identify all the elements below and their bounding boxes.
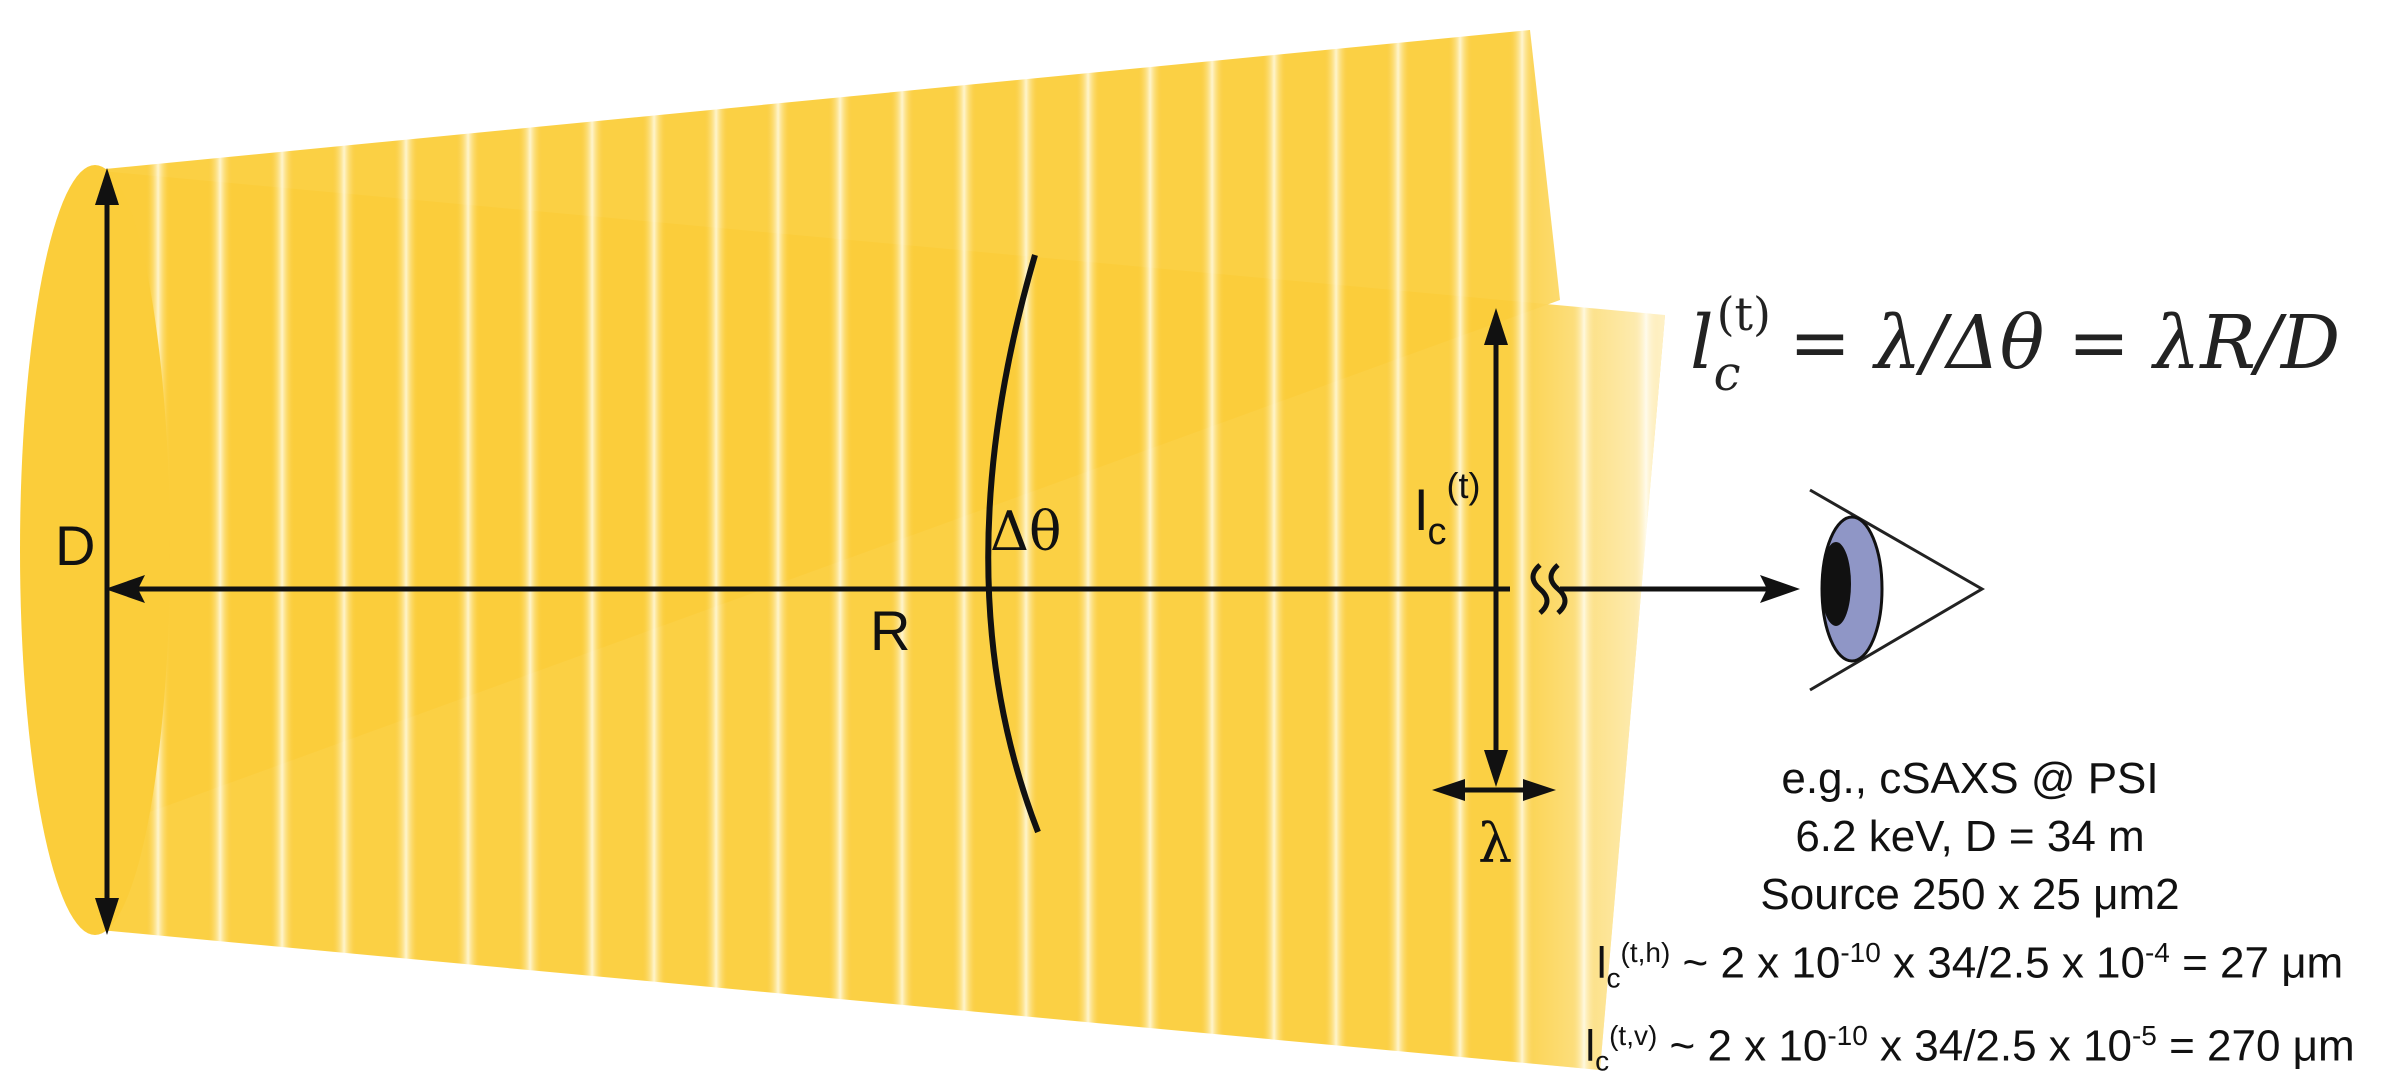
wavelength-label: λ <box>1478 812 1512 875</box>
example-parameters: e.g., cSAXS @ PSI 6.2 keV, D = 34 m Sour… <box>1560 750 2380 1091</box>
example-vertical-coherence: lc(t,v) ~ 2 x 10-10 x 34/2.5 x 10-5 = 27… <box>1560 1007 2380 1090</box>
coherence-length-arrowhead-bottom <box>1484 750 1508 787</box>
hcoh-part2: x 34/2.5 x 10 <box>1880 938 2145 988</box>
formula-lhs-sup: (t) <box>1717 287 1771 341</box>
coherence-length-sup: (t) <box>1446 465 1480 506</box>
hcoh-exp1: -10 <box>1840 937 1881 968</box>
wavelength-arrowhead-right <box>1523 779 1556 801</box>
vcoh-sup: (t,v) <box>1609 1020 1658 1052</box>
vcoh-part1: ~ 2 x 10 <box>1657 1022 1828 1072</box>
hcoh-base: l <box>1596 938 1607 988</box>
eye-icon <box>1809 488 1985 692</box>
break-mark-icon <box>1530 563 1568 615</box>
hcoh-part3: = 27 μm <box>2169 938 2344 988</box>
angle-arc <box>985 254 1041 834</box>
example-source-size: Source 250 x 25 μm2 <box>1760 870 2180 919</box>
formula-lhs-base: l <box>1690 300 1714 386</box>
wavelength-arrowhead-left <box>1432 779 1465 801</box>
vcoh-sub: c <box>1595 1045 1610 1077</box>
coherence-formula: lc(t) = λ/Δθ = λR/D <box>1690 287 2340 402</box>
svg-text:lc(t)= λ/Δθ = λR/D: lc(t) = λ/Δθ = λR/D <box>1690 287 2340 402</box>
hcoh-part1: ~ 2 x 10 <box>1670 938 1841 988</box>
vcoh-base: l <box>1585 1022 1596 1072</box>
beam-edge-fade <box>95 30 1665 1070</box>
coherence-length-label: lc(t) <box>1415 465 1480 553</box>
vcoh-exp1: -10 <box>1827 1020 1868 1052</box>
coherence-length-arrowhead-top <box>1484 308 1508 345</box>
coherence-length-base: l <box>1415 479 1427 542</box>
vcoh-part2: x 34/2.5 x 10 <box>1867 1022 2132 1072</box>
distance-label: R <box>870 599 910 662</box>
formula-lhs-sub: c <box>1714 346 1741 402</box>
example-horizontal-coherence: lc(t,h) ~ 2 x 10-10 x 34/2.5 x 10-4 = 27… <box>1560 924 2380 1007</box>
hcoh-sub: c <box>1606 962 1621 994</box>
distance-arrowhead-left <box>105 575 145 603</box>
coherence-length-sub: c <box>1427 511 1446 553</box>
example-energy-distance: 6.2 keV, D = 34 m <box>1795 812 2145 861</box>
formula-rhs: = λ/Δθ = λR/D <box>1789 300 2340 386</box>
source-size-arrowhead-top <box>95 168 119 205</box>
hcoh-sup: (t,h) <box>1620 937 1671 968</box>
vcoh-part3: = 270 μm <box>2156 1022 2355 1072</box>
source-size-arrowhead-bottom <box>95 898 119 935</box>
hcoh-exp2: -4 <box>2144 937 2170 968</box>
vcoh-exp2: -5 <box>2131 1020 2157 1052</box>
svg-text:lc(t): lc(t) <box>1415 465 1480 553</box>
source-size-label: D <box>55 514 95 577</box>
example-facility: e.g., cSAXS @ PSI <box>1781 754 2159 803</box>
angle-label: Δθ <box>990 500 1062 563</box>
distance-arrowhead-right <box>1760 575 1800 603</box>
